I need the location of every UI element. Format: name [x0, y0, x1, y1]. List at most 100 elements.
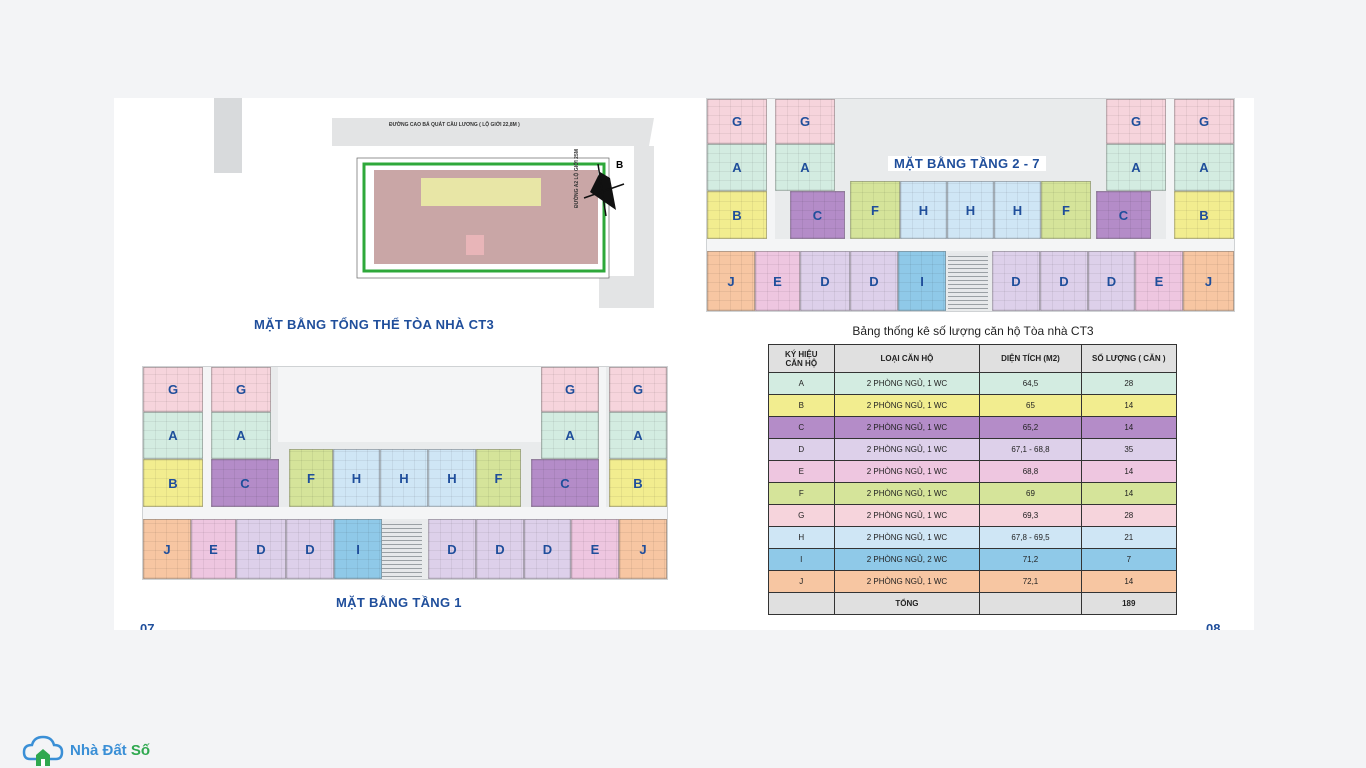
- floor-2-7-title: MẶT BẰNG TẦNG 2 - 7: [888, 156, 1046, 171]
- unit-e: E: [191, 519, 236, 579]
- unit-g: G: [143, 367, 203, 412]
- cell-qty: 14: [1080, 416, 1178, 439]
- cell-type: 2 PHÒNG NGỦ, 1 WC: [833, 504, 981, 527]
- unit-d: D: [800, 251, 850, 311]
- cell-area: 67,1 - 68,8: [979, 438, 1082, 461]
- corridor: [203, 367, 211, 507]
- unit-h: H: [380, 449, 428, 507]
- unit-c: C: [1096, 191, 1151, 239]
- cell-symbol: [768, 592, 835, 615]
- compass-north-icon: B: [580, 158, 628, 218]
- nhadatso-logo[interactable]: Nhà Đất Số: [22, 733, 150, 767]
- cell-area: 71,2: [979, 548, 1082, 571]
- unit-e: E: [571, 519, 619, 579]
- unit-b: B: [1174, 191, 1234, 239]
- unit-j: J: [619, 519, 667, 579]
- unit-b: B: [609, 459, 667, 507]
- corridor: [767, 99, 775, 239]
- cell-type: 2 PHÒNG NGỦ, 1 WC: [833, 460, 981, 483]
- page-number-right: 08: [1206, 621, 1221, 630]
- unit-f: F: [476, 449, 521, 507]
- unit-j: J: [143, 519, 191, 579]
- unit-a: A: [211, 412, 271, 459]
- cell-type: 2 PHÒNG NGỦ, 1 WC: [833, 372, 981, 395]
- cell-symbol: I: [768, 548, 835, 571]
- unit-d: D: [524, 519, 571, 579]
- unit-c: C: [790, 191, 845, 239]
- cloud-house-icon: [22, 735, 64, 766]
- cell-symbol: A: [768, 372, 835, 395]
- unit-g: G: [609, 367, 667, 412]
- cell-total-label: TỔNG: [833, 592, 981, 615]
- cell-qty: 21: [1080, 526, 1178, 549]
- cell-symbol: J: [768, 570, 835, 593]
- logo-text-secondary: Số: [130, 741, 151, 759]
- cell-type: 2 PHÒNG NGỦ, 2 WC: [833, 548, 981, 571]
- cell-area: 68,8: [979, 460, 1082, 483]
- site-plan-title: MẶT BẰNG TỔNG THỂ TÒA NHÀ CT3: [254, 317, 495, 332]
- unit-g: G: [1106, 99, 1166, 144]
- unit-j: J: [707, 251, 755, 311]
- unit-h: H: [428, 449, 476, 507]
- corridor: [707, 239, 1234, 251]
- unit-h: H: [994, 181, 1041, 239]
- cell-type: 2 PHÒNG NGỦ, 1 WC: [833, 570, 981, 593]
- cell-qty: 35: [1080, 438, 1178, 461]
- site-plan-drawing: [214, 98, 654, 308]
- unit-a: A: [775, 144, 835, 191]
- stair: [382, 521, 422, 577]
- unit-d: D: [992, 251, 1040, 311]
- unit-b: B: [707, 191, 767, 239]
- cell-symbol: G: [768, 504, 835, 527]
- cell-type: 2 PHÒNG NGỦ, 1 WC: [833, 416, 981, 439]
- unit-h: H: [900, 181, 947, 239]
- cell-area: 72,1: [979, 570, 1082, 593]
- unit-a: A: [609, 412, 667, 459]
- brochure-spread: ĐƯỜNG CAO BÁ QUÁT CẦU LƯƠNG ( LỘ GIỚI 22…: [114, 98, 1254, 630]
- unit-d: D: [850, 251, 898, 311]
- unit-c: C: [531, 459, 599, 507]
- cell-type: 2 PHÒNG NGỦ, 1 WC: [833, 482, 981, 505]
- cell-qty: 7: [1080, 548, 1178, 571]
- cell-qty: 14: [1080, 570, 1178, 593]
- unit-d: D: [1088, 251, 1135, 311]
- unit-e: E: [1135, 251, 1183, 311]
- cell-type: 2 PHÒNG NGỦ, 1 WC: [833, 438, 981, 461]
- cell-area: [979, 592, 1082, 615]
- unit-h: H: [333, 449, 380, 507]
- corridor: [143, 507, 667, 519]
- cell-symbol: F: [768, 482, 835, 505]
- unit-g: G: [707, 99, 767, 144]
- unit-i: I: [334, 519, 382, 579]
- unit-a: A: [541, 412, 599, 459]
- cell-area: 64,5: [979, 372, 1082, 395]
- cell-symbol: B: [768, 394, 835, 417]
- unit-d: D: [476, 519, 524, 579]
- floor-1-title: MẶT BẰNG TẦNG 1: [336, 595, 462, 610]
- unit-f: F: [1041, 181, 1091, 239]
- header-qty: SỐ LƯỢNG ( CĂN ): [1080, 344, 1178, 373]
- cell-symbol: C: [768, 416, 835, 439]
- corridor: [278, 367, 543, 442]
- unit-f: F: [289, 449, 333, 507]
- cell-symbol: H: [768, 526, 835, 549]
- cell-symbol: D: [768, 438, 835, 461]
- page-number-left: 07: [140, 621, 155, 630]
- cell-qty: 28: [1080, 504, 1178, 527]
- cell-area: 69: [979, 482, 1082, 505]
- unit-d: D: [1040, 251, 1088, 311]
